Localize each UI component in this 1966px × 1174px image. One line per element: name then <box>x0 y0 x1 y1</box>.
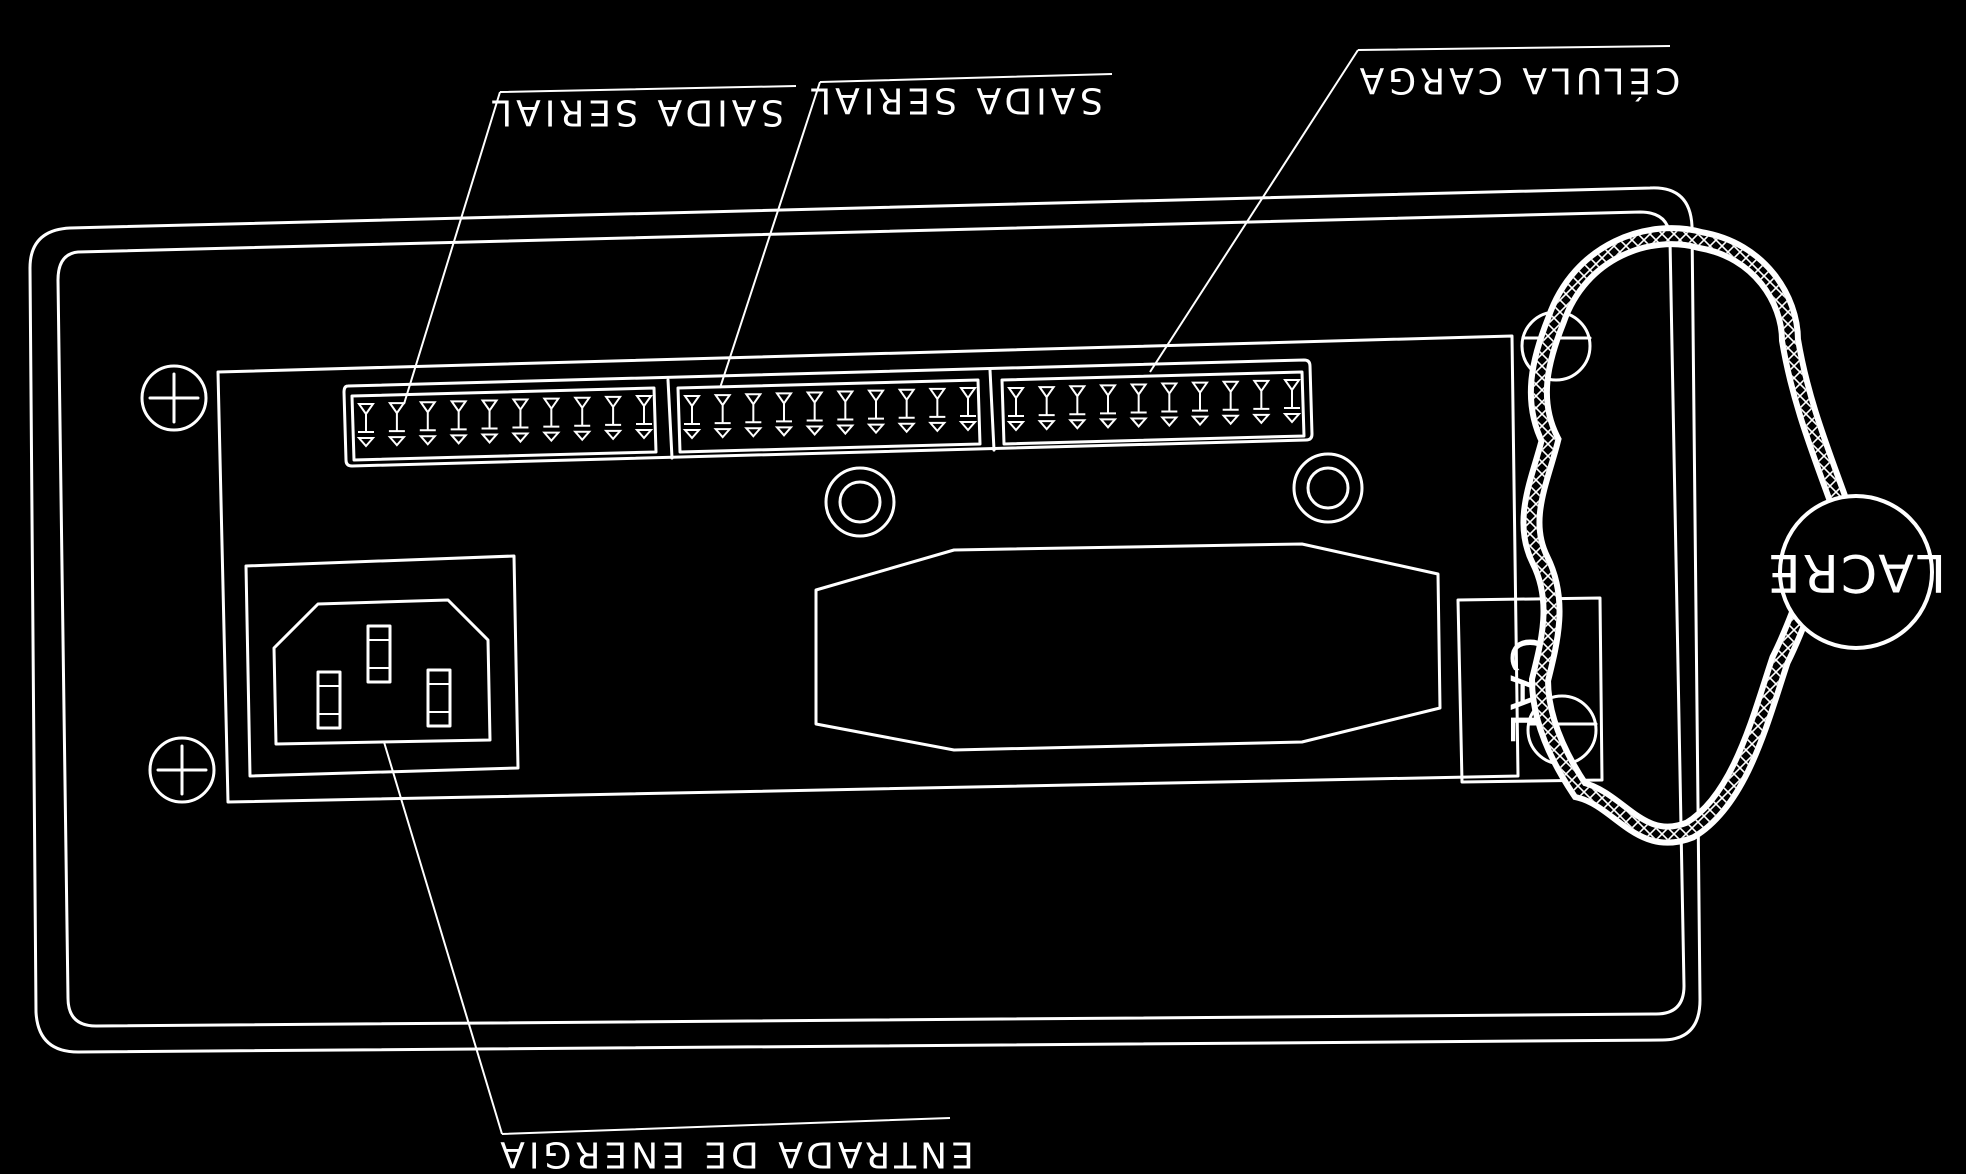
terminal-pin <box>1129 383 1148 428</box>
terminal-pin <box>573 396 592 442</box>
terminal-block-serial-1 <box>350 386 658 462</box>
terminal-pin <box>449 400 468 445</box>
terminal-pin <box>634 395 654 440</box>
terminal-block-load-cell <box>1000 370 1306 446</box>
terminal-divider-2 <box>988 368 996 452</box>
seal-label: LACRE <box>1766 542 1946 602</box>
terminal-pin <box>1068 385 1087 430</box>
leader-power <box>383 741 951 1135</box>
label-serial-out-2: SAIDA SERIAL <box>807 80 1103 121</box>
terminal-pin <box>356 403 376 448</box>
power-socket-frame <box>244 554 520 778</box>
terminal-pin <box>866 389 886 435</box>
seal-disc <box>1778 494 1934 650</box>
terminal-pin <box>774 392 794 437</box>
label-load-cell: CÉLULA CARGA <box>1356 60 1681 102</box>
terminal-pin <box>836 390 855 436</box>
terminal-pin <box>1190 381 1210 427</box>
screw-bottom <box>148 736 216 804</box>
terminal-pin <box>1098 384 1118 429</box>
leader-serial-1 <box>403 85 797 405</box>
terminal-pin <box>897 388 916 434</box>
screw-top <box>140 364 208 432</box>
terminal-pin <box>958 387 978 432</box>
round-connector-left <box>824 466 896 538</box>
leader-serial-2 <box>719 73 1113 389</box>
label-serial-out-1: SAIDA SERIAL <box>488 92 784 133</box>
terminal-divider-1 <box>666 378 674 460</box>
terminal-pin <box>805 391 824 436</box>
terminal-pin <box>928 387 947 433</box>
terminal-pin <box>1282 379 1302 424</box>
leader-load-cell <box>1149 45 1671 373</box>
housing-inner <box>56 210 1686 1028</box>
round-connector-right <box>1292 452 1364 524</box>
power-socket <box>272 598 492 746</box>
terminal-pin <box>1037 386 1056 431</box>
terminal-pin <box>387 402 407 447</box>
terminal-pin <box>418 401 437 446</box>
terminal-pin <box>542 397 561 443</box>
terminal-block-serial-2 <box>676 378 982 454</box>
terminal-pin <box>713 394 732 439</box>
rear-plate <box>216 334 1520 804</box>
label-window <box>814 542 1442 752</box>
terminal-pin <box>603 395 623 441</box>
terminal-pin <box>480 399 499 444</box>
terminal-pin <box>744 393 763 438</box>
terminal-pin <box>682 395 702 440</box>
terminal-pin <box>1006 387 1026 432</box>
seal-wire-braid-inner <box>1526 231 1844 840</box>
housing-outer <box>28 186 1702 1054</box>
label-power-input: ENTRADA DE ENERGIA <box>496 1134 974 1174</box>
terminal-pin <box>1160 382 1179 428</box>
terminal-pin <box>1221 380 1240 426</box>
terminal-pin <box>1252 379 1271 425</box>
terminal-pin <box>511 398 530 444</box>
terminal-strip-frame <box>342 358 1314 468</box>
